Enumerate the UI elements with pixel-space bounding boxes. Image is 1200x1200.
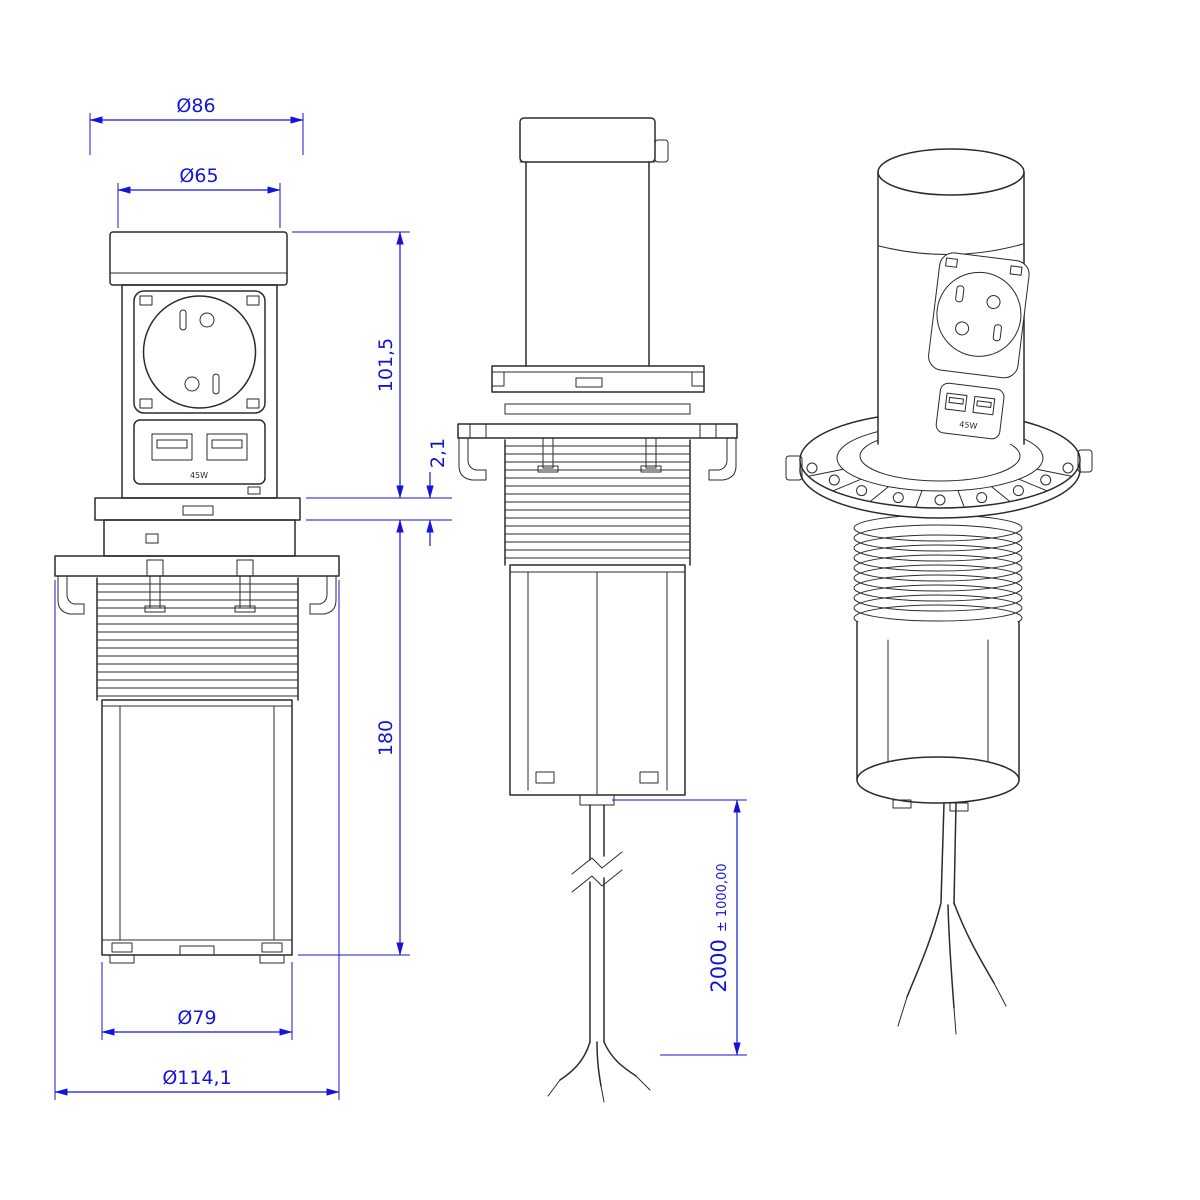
side-power-cable xyxy=(547,804,651,1103)
socket-pin-hole xyxy=(184,376,200,392)
dim-label-cable-length: 2000± 1000,00 xyxy=(707,863,731,992)
side-lower-housing xyxy=(509,564,686,806)
spring-clip xyxy=(542,437,554,469)
dim-label-2-1: 2,1 xyxy=(427,438,449,468)
socket-pin-slot xyxy=(992,324,1002,342)
socket-pin-hole xyxy=(986,295,1001,310)
front-lower-housing xyxy=(101,699,293,964)
ring-clip xyxy=(1077,449,1093,473)
ring-screws xyxy=(806,462,1074,506)
dim-label-180: 180 xyxy=(375,720,397,756)
isometric-view: 45W xyxy=(785,148,1093,1035)
break-symbol xyxy=(571,851,623,875)
usb-port xyxy=(944,392,968,412)
front-bellows xyxy=(96,577,299,701)
side-column xyxy=(519,117,669,367)
socket-pin-hole xyxy=(955,321,970,336)
dim-label-phi114-1: Ø114,1 xyxy=(162,1067,231,1089)
usb-port xyxy=(972,395,996,416)
usb-power-label: 45W xyxy=(959,420,978,431)
socket-pin-slot xyxy=(212,373,220,395)
dim-label-phi65: Ø65 xyxy=(179,165,218,187)
side-retainer xyxy=(504,403,691,415)
dimension-2-1: 2,1 xyxy=(306,438,452,546)
dim-label-101-5: 101,5 xyxy=(375,338,397,392)
front-body xyxy=(121,284,278,499)
ring-clip xyxy=(785,455,803,481)
spring-clip xyxy=(645,437,657,469)
dimension-phi86: Ø86 xyxy=(89,95,304,155)
iso-usb-module: 45W xyxy=(935,382,1005,440)
ring-ribs xyxy=(807,468,1073,508)
dimension-phi79: Ø79 xyxy=(101,962,293,1040)
iso-power-cable xyxy=(897,802,1007,1035)
iso-bellows xyxy=(853,514,1023,632)
usb-port xyxy=(206,433,248,461)
iso-socket-module xyxy=(928,252,1030,379)
side-flange-plate xyxy=(491,365,705,393)
dimension-phi114-1: Ø114,1 xyxy=(54,580,340,1100)
front-cap xyxy=(109,231,288,286)
dimension-phi65: Ø65 xyxy=(117,165,281,228)
front-socket-module xyxy=(133,290,266,414)
break-symbol xyxy=(571,869,623,893)
side-bellows xyxy=(504,439,691,566)
socket-pin-slot xyxy=(955,285,965,303)
front-usb-module: 45W xyxy=(133,419,266,495)
front-view: 45W xyxy=(54,95,452,1100)
dimension-180: 180 xyxy=(298,519,410,956)
iso-lower-housing xyxy=(856,621,1020,812)
side-view: 2000± 1000,00 xyxy=(457,117,747,1103)
socket-pin-slot xyxy=(179,309,187,331)
socket-pin-hole xyxy=(199,312,215,328)
dimension-cable-length: 2000± 1000,00 xyxy=(612,799,747,1056)
dim-label-phi86: Ø86 xyxy=(176,95,215,117)
usb-port xyxy=(151,433,193,461)
usb-power-label: 45W xyxy=(190,471,208,480)
dim-label-phi79: Ø79 xyxy=(177,1007,216,1029)
front-collar xyxy=(94,497,301,557)
side-mounting-ring xyxy=(457,423,738,481)
